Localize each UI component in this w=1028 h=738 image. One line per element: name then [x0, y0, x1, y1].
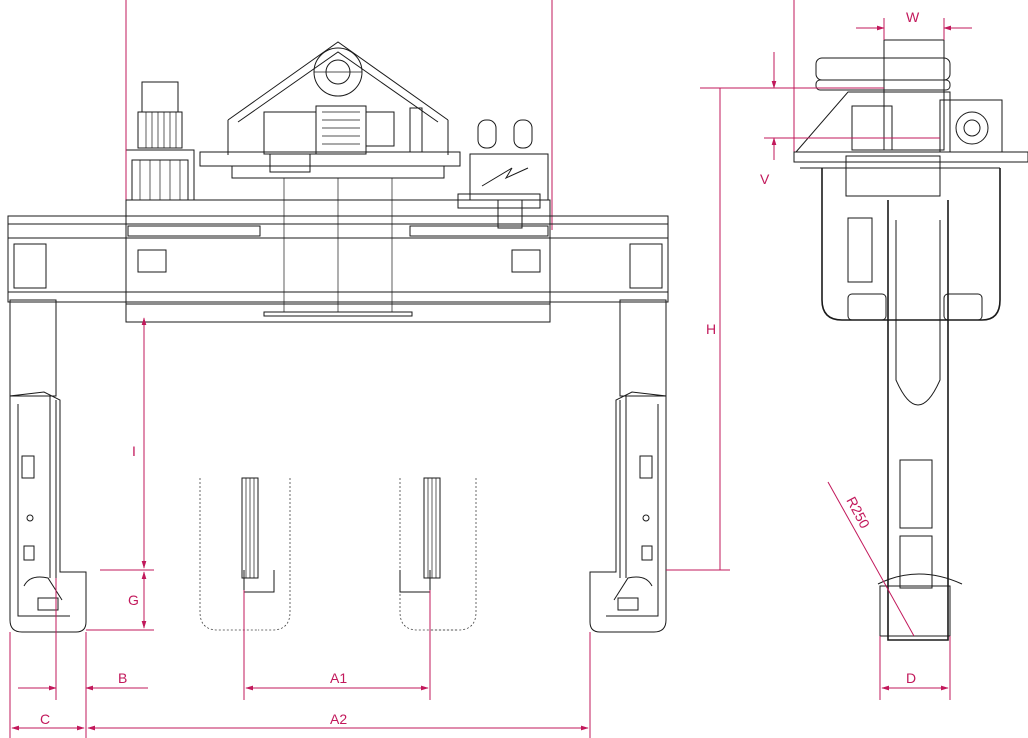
label-H: H — [706, 321, 716, 337]
label-R250: R250 — [843, 494, 873, 531]
label-A2: A2 — [330, 711, 347, 727]
label-C: C — [40, 711, 50, 727]
cross-beam — [7, 178, 669, 323]
lifting-frame — [227, 41, 449, 155]
label-V: V — [760, 171, 770, 187]
drive-unit — [199, 105, 461, 179]
label-B: B — [118, 670, 127, 686]
label-I: I — [132, 443, 136, 459]
label-A1: A1 — [330, 670, 347, 686]
label-G: G — [128, 592, 139, 608]
left-leg — [9, 299, 87, 633]
right-leg — [589, 299, 667, 633]
label-D: D — [906, 670, 916, 686]
hoist-motor — [125, 81, 195, 201]
coil-outlines — [199, 477, 477, 631]
dimension-labels: W V H I G B A1 C A2 D R250 — [40, 9, 920, 727]
control-box — [457, 119, 549, 229]
dimensions — [9, 18, 972, 738]
front-view — [7, 0, 669, 633]
side-view — [793, 0, 1028, 641]
label-W: W — [906, 9, 920, 25]
